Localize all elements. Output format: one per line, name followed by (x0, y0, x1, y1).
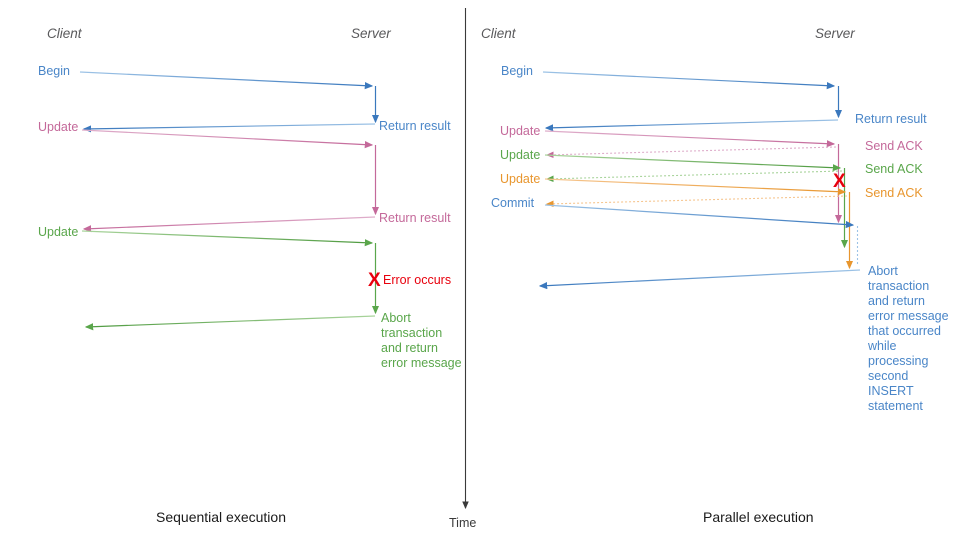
left-panel-caption: Sequential execution (156, 509, 286, 525)
left-panel-arrows (79, 71, 380, 331)
right-label-send-ack-green: Send ACK (865, 162, 923, 176)
arrow-update-orange-to-server-right (544, 178, 847, 196)
arrow-commit-to-server (544, 204, 855, 229)
right-label-send-ack-orange: Send ACK (865, 186, 923, 200)
time-axis-label: Time (449, 516, 477, 530)
left-label-begin: Begin (38, 64, 70, 78)
arrow-ack-orange-to-client (545, 195, 848, 208)
left-abort-note: Abort transaction and return error messa… (381, 311, 462, 370)
right-label-begin: Begin (501, 64, 533, 78)
right-label-update-pink: Update (500, 124, 541, 138)
arrow-abort-green-to-client (84, 315, 376, 331)
right-actor-client: Client (481, 26, 516, 41)
right-label-send-ack-pink: Send ACK (865, 139, 923, 153)
right-error-x-icon: X (833, 171, 846, 192)
arrow-begin-to-server (79, 71, 374, 90)
left-error-x-icon: X (368, 270, 381, 291)
left-actor-server: Server (351, 26, 391, 41)
right-panel-arrows (538, 71, 861, 290)
right-actor-server: Server (815, 26, 855, 41)
right-panel-caption: Parallel execution (703, 509, 814, 525)
arrow-update-green-to-server-right (544, 154, 842, 172)
arrow-update-pink-to-server (81, 129, 374, 149)
left-label-update-green: Update (38, 225, 79, 239)
arrow-ack-pink-to-client (545, 146, 837, 159)
left-label-update-pink: Update (38, 120, 79, 134)
arrow-update-green-to-server (81, 230, 374, 247)
right-abort-note: Abort transaction and return error messa… (868, 264, 949, 413)
arrow-begin-to-server-right (542, 71, 836, 90)
right-label-return-result: Return result (855, 112, 927, 126)
right-label-commit: Commit (491, 196, 535, 210)
arrow-abort-blue-to-client (538, 269, 861, 290)
left-label-return-result-pink: Return result (379, 211, 451, 225)
right-label-update-orange: Update (500, 172, 541, 186)
left-actor-client: Client (47, 26, 82, 41)
arrow-return-result-to-client-right (544, 119, 839, 132)
arrow-return-result-pink-to-client (82, 216, 376, 233)
arrow-return-result-to-client (82, 123, 376, 133)
arrow-update-pink-to-server-right (544, 130, 836, 148)
right-label-update-green: Update (500, 148, 541, 162)
arrow-ack-green-to-client (545, 170, 843, 183)
left-label-return-result-blue: Return result (379, 119, 451, 133)
left-label-error-occurs: Error occurs (383, 273, 452, 287)
